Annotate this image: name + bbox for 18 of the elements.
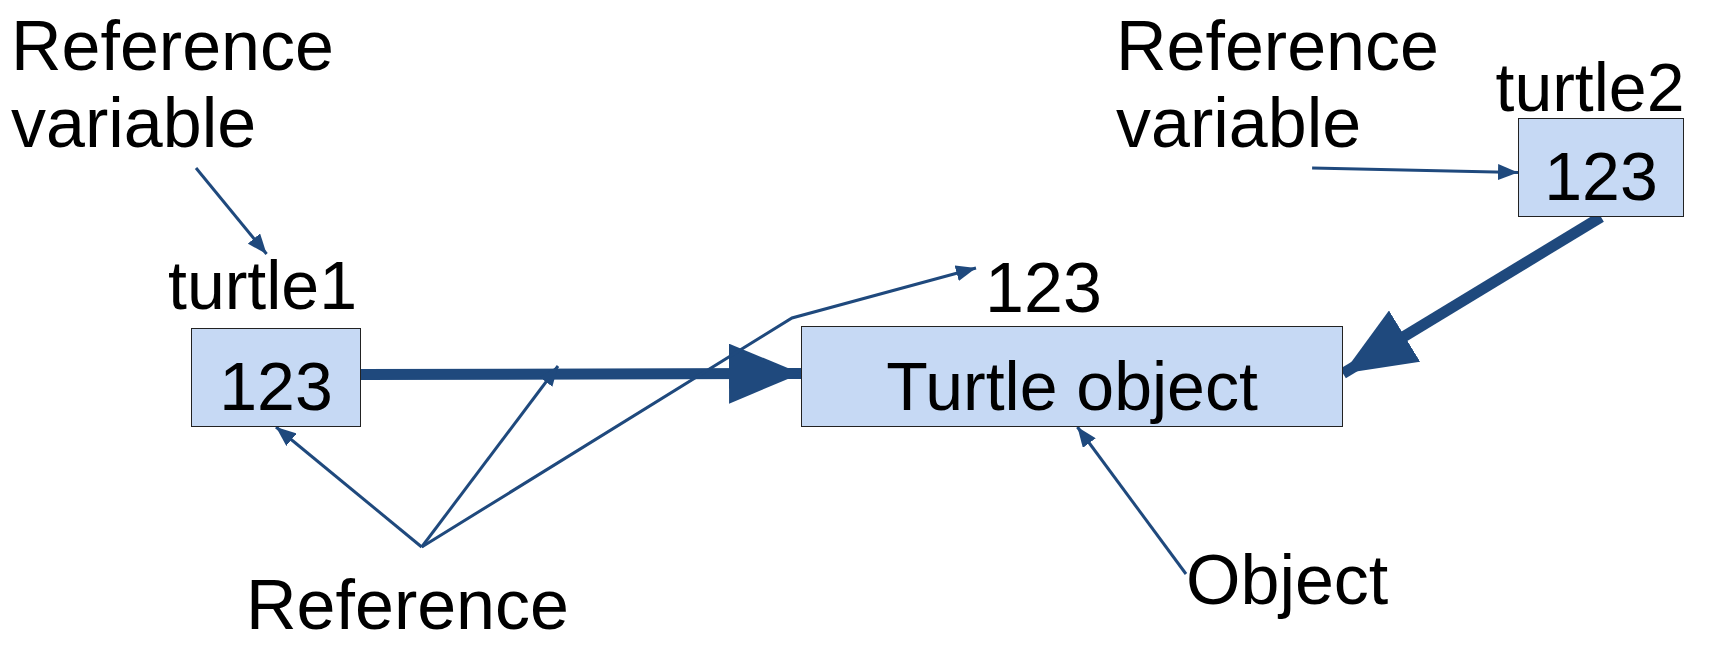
- reference-value: 123: [219, 347, 333, 426]
- variable-name: turtle1: [167, 254, 358, 316]
- annotation-text: 123: [984, 250, 1103, 327]
- thick-arrow: [361, 343, 801, 404]
- leader-arrow: [420, 365, 560, 548]
- reference-value: 123: [1544, 137, 1658, 216]
- arrow: [420, 265, 977, 549]
- object-label: Turtle object: [886, 347, 1258, 426]
- variable-name: turtle2: [1494, 56, 1686, 118]
- object-box: [801, 326, 1343, 427]
- arrow: [1076, 426, 1188, 575]
- arrow: [275, 425, 423, 549]
- arrow: [194, 167, 268, 255]
- annotation-text: Reference: [245, 567, 570, 644]
- annotation-text: Object: [1186, 542, 1390, 619]
- annotation-text: Reference variable: [1116, 8, 1440, 162]
- annotation-text: Reference variable: [11, 8, 335, 162]
- arrow: [1312, 164, 1519, 180]
